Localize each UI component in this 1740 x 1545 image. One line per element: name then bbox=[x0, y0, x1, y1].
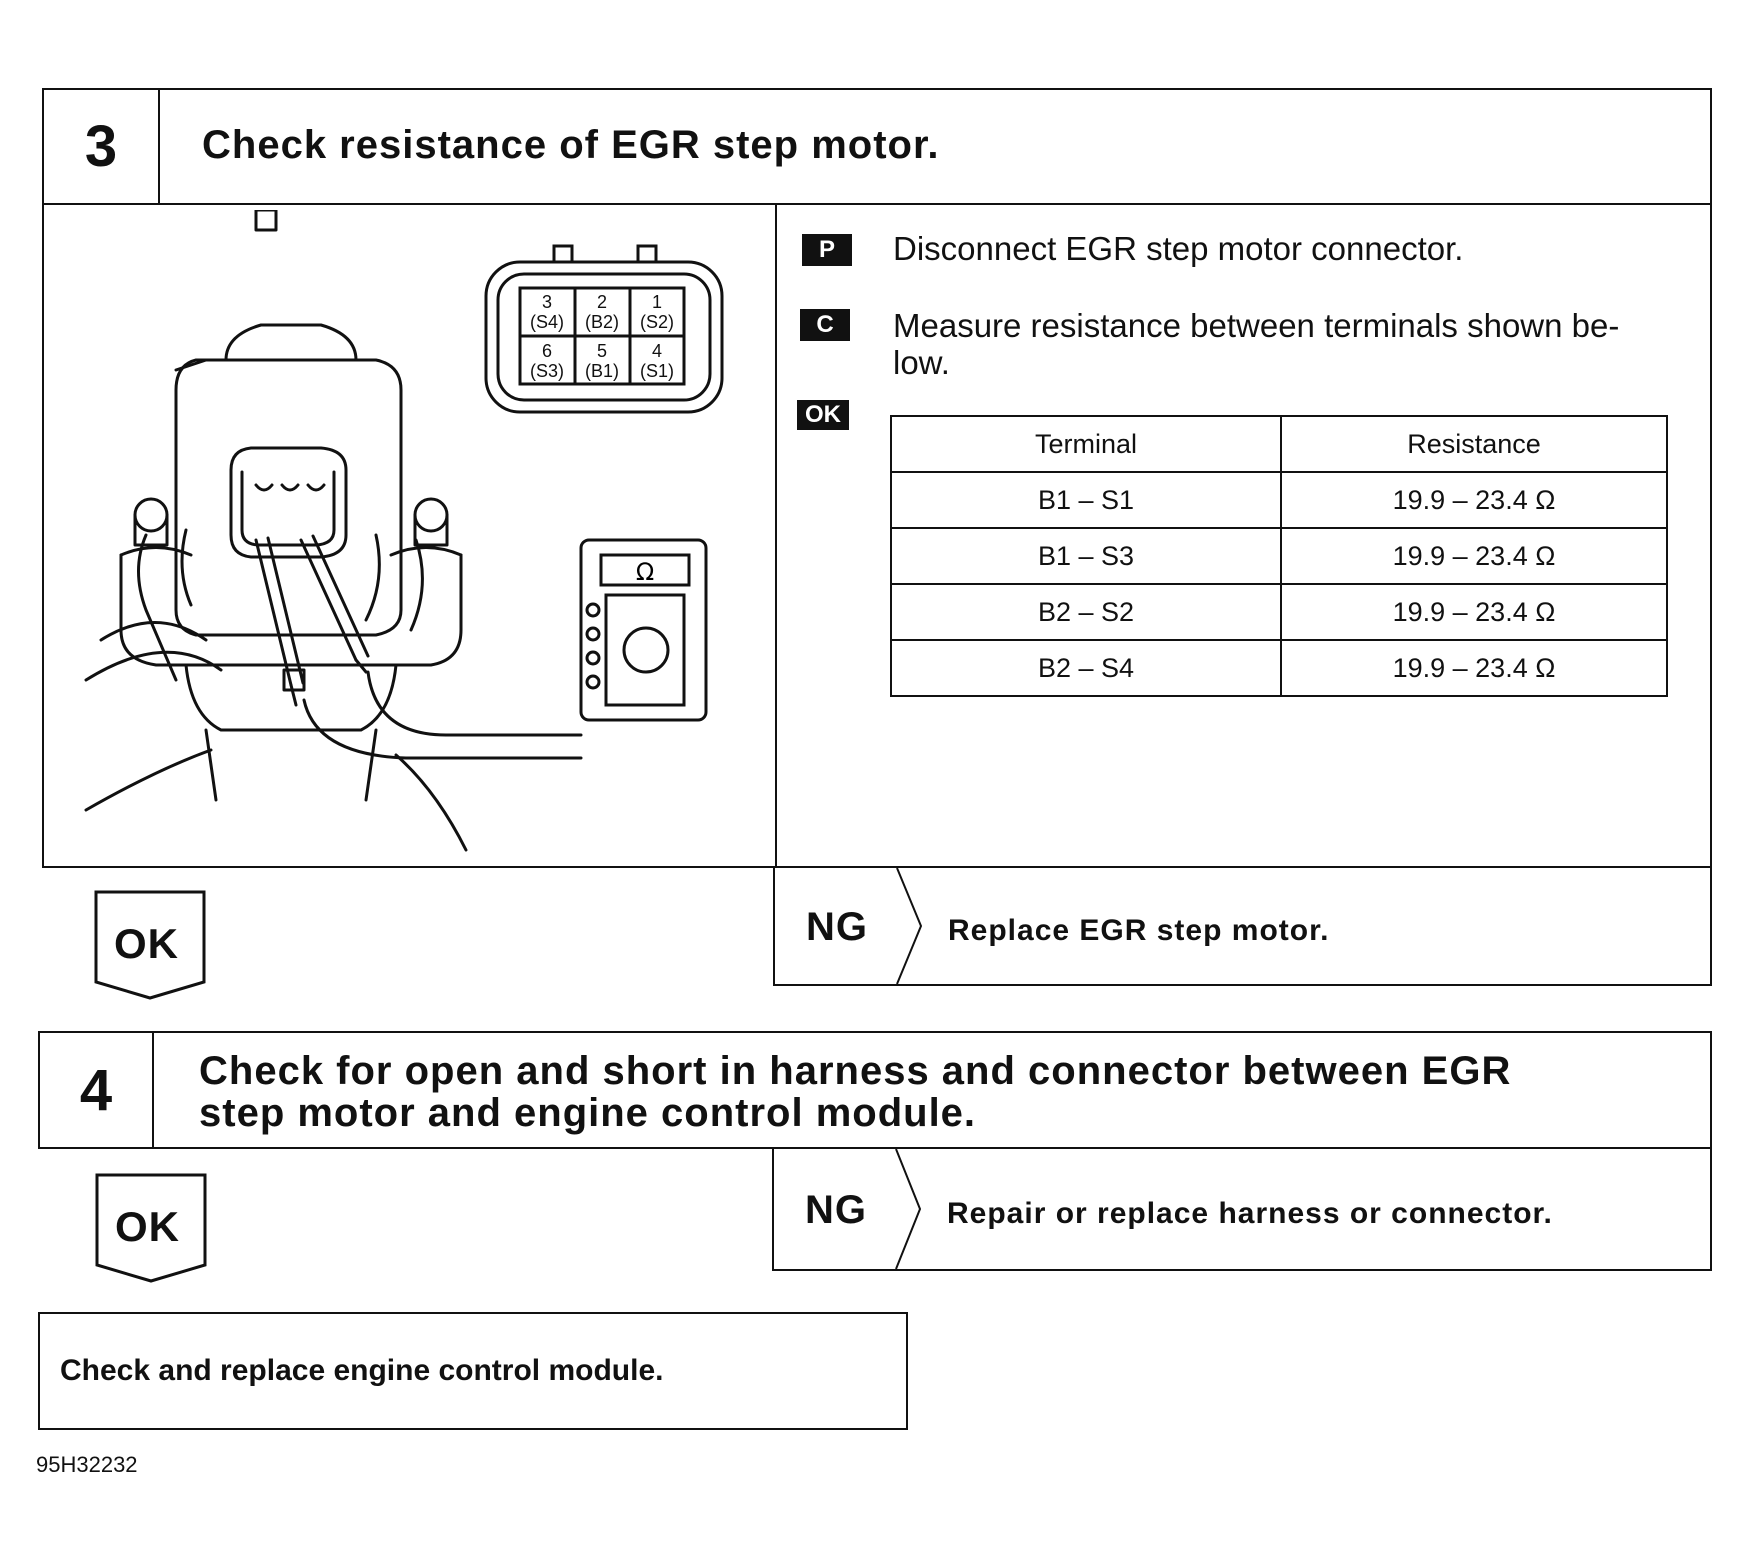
table-row: B2 – S4 19.9 – 23.4 Ω bbox=[890, 639, 1668, 697]
final-action-text: Check and replace engine control module. bbox=[60, 1354, 664, 1387]
resistance-cell: 19.9 – 23.4 Ω bbox=[1280, 471, 1668, 529]
step4-ng-box bbox=[772, 1147, 1712, 1271]
pin-5-label: (B1) bbox=[585, 361, 619, 381]
step4-header bbox=[38, 1031, 1712, 1149]
pin-6-number: 6 bbox=[542, 341, 552, 361]
pin-3-number: 3 bbox=[542, 292, 552, 312]
prep-instruction: Disconnect EGR step motor connector. bbox=[893, 230, 1464, 267]
pin-2-label: (B2) bbox=[585, 312, 619, 332]
pin-5-number: 5 bbox=[597, 341, 607, 361]
pin-1-number: 1 bbox=[652, 292, 662, 312]
table-row: B1 – S1 19.9 – 23.4 Ω bbox=[890, 471, 1668, 529]
egr-step-motor-illustration: Ω 3 (S4) 2 (B2) 1 (S2) 6 (S3) 5 (B1) 4 (… bbox=[84, 210, 724, 852]
step4-ok-arrow bbox=[95, 1173, 207, 1283]
step4-ng-arrow bbox=[895, 1149, 922, 1269]
final-action-box: Check and replace engine control module. bbox=[38, 1312, 908, 1430]
terminal-cell: B2 – S4 bbox=[890, 639, 1282, 697]
step3-ng-action: Replace EGR step motor. bbox=[948, 914, 1330, 947]
ohmmeter bbox=[579, 538, 708, 722]
table-row: B1 – S3 19.9 – 23.4 Ω bbox=[890, 527, 1668, 585]
table-row: B2 – S2 19.9 – 23.4 Ω bbox=[890, 583, 1668, 641]
step4-ok-label: OK bbox=[115, 1203, 180, 1250]
pin-3-label: (S4) bbox=[530, 312, 564, 332]
terminal-header: Terminal bbox=[890, 415, 1282, 473]
step3-body-divider bbox=[775, 203, 777, 868]
terminal-cell: B1 – S3 bbox=[890, 527, 1282, 585]
terminal-cell: B2 – S2 bbox=[890, 583, 1282, 641]
pin-2-number: 2 bbox=[597, 292, 607, 312]
step4-ng-action: Repair or replace harness or connector. bbox=[947, 1197, 1553, 1230]
pin-4-number: 4 bbox=[652, 341, 662, 361]
figure-code: 95H32232 bbox=[36, 1452, 138, 1477]
pin-6-label: (S3) bbox=[530, 361, 564, 381]
step3-ng-label: NG bbox=[806, 905, 868, 949]
step4-number: 4 bbox=[79, 1057, 113, 1123]
resistance-header: Resistance bbox=[1280, 415, 1668, 473]
resistance-cell: 19.9 – 23.4 Ω bbox=[1280, 639, 1668, 697]
step4-title-line2: step motor and engine control module. bbox=[199, 1091, 977, 1135]
check-instruction-line2: low. bbox=[893, 344, 950, 381]
step3-number-divider bbox=[158, 88, 160, 204]
check-instruction-line1: Measure resistance between terminals sho… bbox=[893, 307, 1620, 344]
step3-title: Check resistance of EGR step motor. bbox=[202, 123, 940, 167]
resistance-cell: 19.9 – 23.4 Ω bbox=[1280, 527, 1668, 585]
step3-ng-arrow bbox=[896, 868, 923, 984]
step3-number: 3 bbox=[84, 113, 118, 179]
step3-ok-label: OK bbox=[114, 920, 179, 967]
pin-1-label: (S2) bbox=[640, 312, 674, 332]
resistance-table: Terminal Resistance B1 – S1 19.9 – 23.4 … bbox=[890, 415, 1668, 697]
terminal-cell: B1 – S1 bbox=[890, 471, 1282, 529]
table-header-row: Terminal Resistance bbox=[890, 415, 1668, 473]
step3-ok-arrow bbox=[94, 890, 206, 1000]
check-tag: C bbox=[800, 309, 850, 341]
step3-header-divider bbox=[42, 203, 1712, 205]
step4-title-line1: Check for open and short in harness and … bbox=[199, 1049, 1512, 1093]
step4-ng-label: NG bbox=[805, 1188, 867, 1232]
ok-spec-tag: OK bbox=[797, 400, 849, 430]
prep-tag: P bbox=[802, 234, 852, 266]
step3-ng-box bbox=[773, 866, 1712, 986]
meter-ohm-symbol: Ω bbox=[636, 558, 654, 586]
resistance-cell: 19.9 – 23.4 Ω bbox=[1280, 583, 1668, 641]
pin-4-label: (S1) bbox=[640, 361, 674, 381]
step4-number-divider bbox=[152, 1031, 154, 1149]
